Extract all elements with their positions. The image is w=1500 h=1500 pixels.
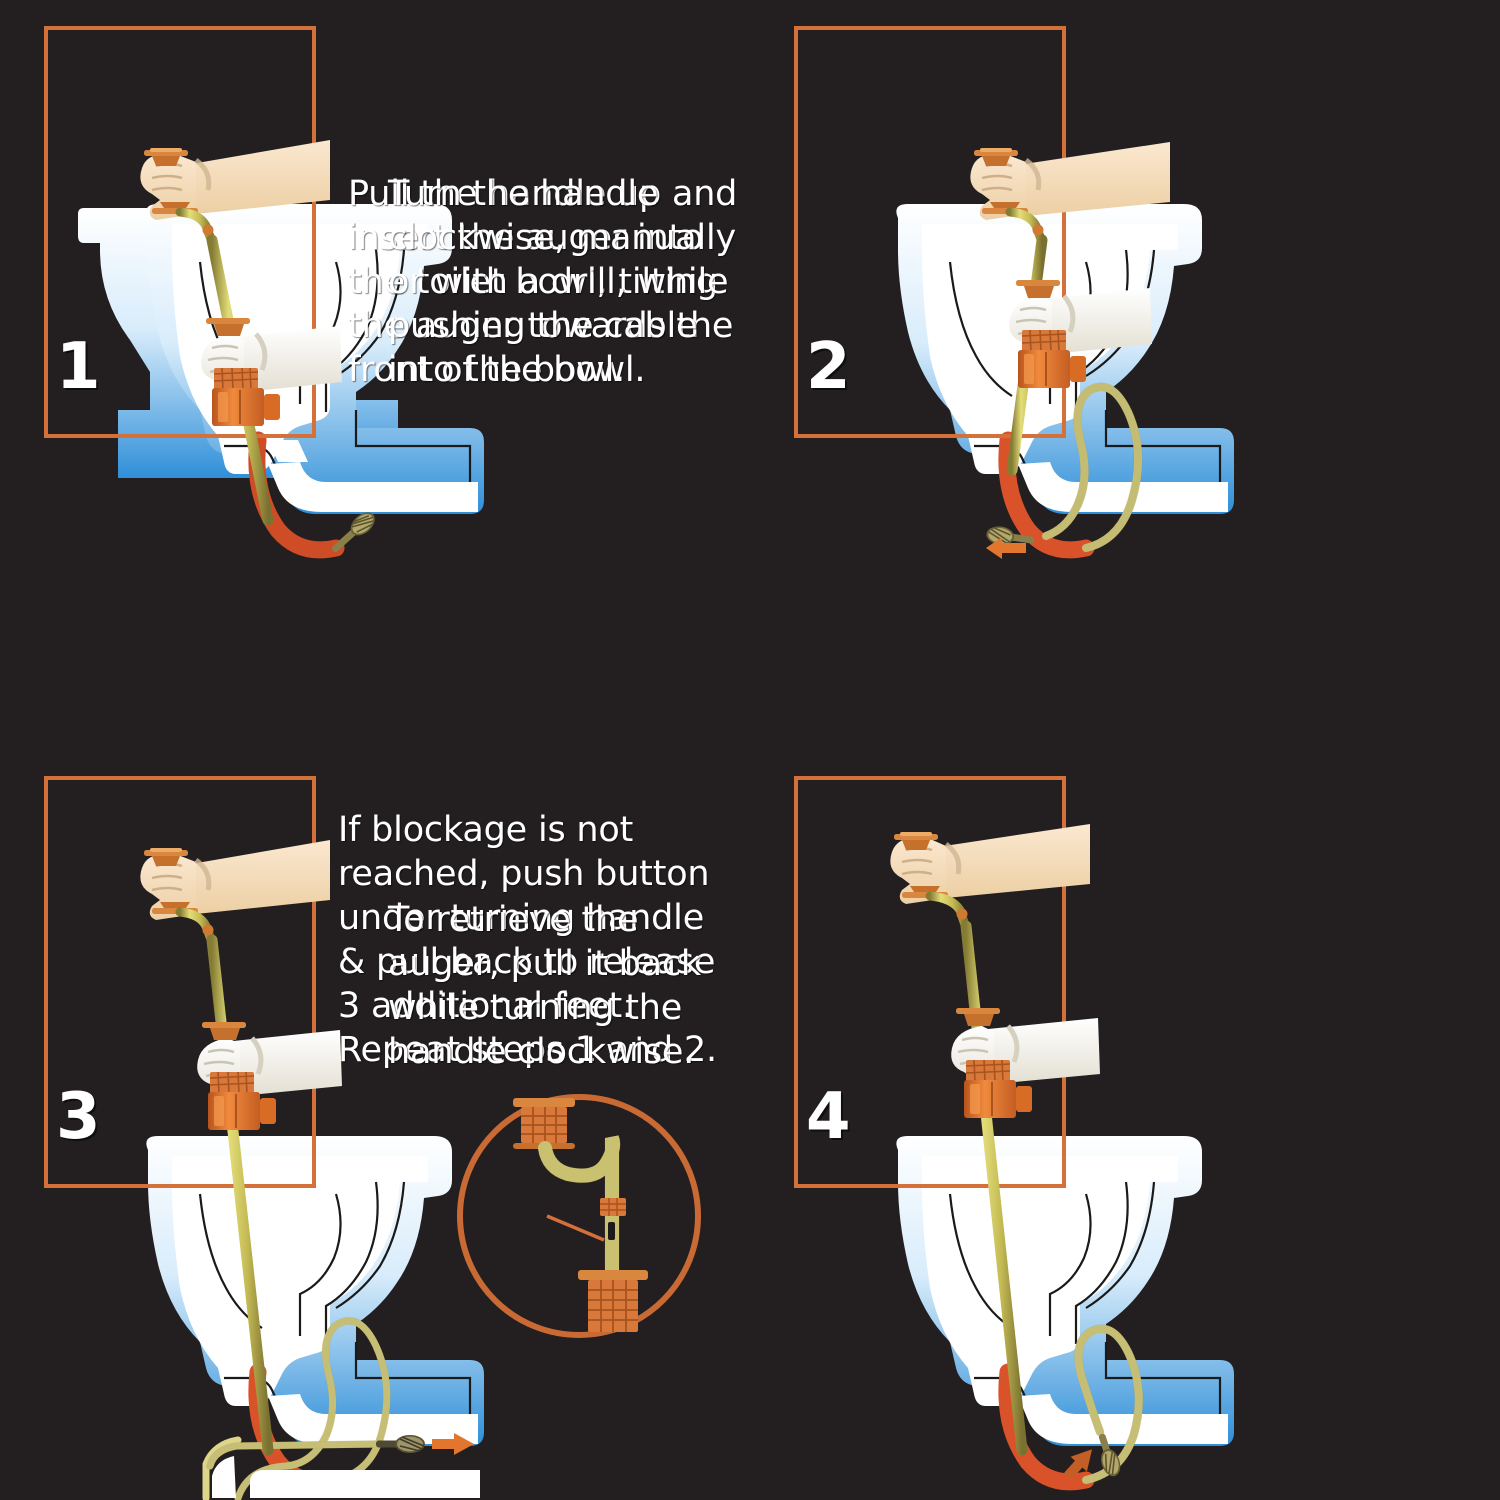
t-handle-top xyxy=(974,148,1018,166)
step-4-frame xyxy=(794,776,1066,1188)
panel-step-1: 1 xyxy=(0,0,750,750)
instruction-text-4: To retrieve the auger, pull it back whil… xyxy=(388,900,701,1073)
panel-step-4: 4 xyxy=(750,750,1500,1500)
knurled-grip xyxy=(209,1071,255,1095)
panel-2-auger-tool xyxy=(970,142,1170,476)
auger-shaft xyxy=(960,920,1028,1456)
instruction-text-2: Turn the handle clockwise, manually or w… xyxy=(388,174,736,391)
step-3-frame xyxy=(44,776,316,1188)
panel-step-2: 2 xyxy=(750,0,1500,750)
step-2-frame xyxy=(794,26,1066,438)
callout-pointer-line xyxy=(546,1214,605,1242)
t-handle-top xyxy=(144,148,188,166)
toilet-illustration xyxy=(896,1136,1234,1446)
knurled-grip xyxy=(965,1059,1011,1083)
auger-cable-sleeve xyxy=(998,1363,1095,1491)
auger-collar xyxy=(206,318,250,336)
auger-head xyxy=(331,512,375,553)
panel-4-illustration xyxy=(896,1136,1234,1491)
auger-collar xyxy=(956,1008,1000,1026)
panel-1-auger-tool xyxy=(140,140,342,526)
instruction-text-3: If blockage is not reached, push button … xyxy=(338,810,717,1071)
instruction-text-1: Pull the handle up and insert the auger … xyxy=(348,174,738,391)
t-handle-top xyxy=(894,832,938,850)
step-number-3: 3 xyxy=(56,1080,101,1154)
turning-handle xyxy=(212,388,280,426)
turning-handle xyxy=(964,1080,1032,1118)
knurled-grip xyxy=(213,367,259,391)
direction-arrow-up-right xyxy=(1064,1449,1093,1480)
panel-3-drain-extension xyxy=(202,1433,480,1500)
turning-handle xyxy=(1018,350,1086,388)
auger-head xyxy=(376,1435,425,1453)
step-number-2: 2 xyxy=(806,330,851,404)
step-number-1: 1 xyxy=(56,330,101,404)
squeeze-callout xyxy=(457,1094,701,1338)
auger-cable xyxy=(1074,1324,1143,1484)
auger-cable-in-drain xyxy=(206,1440,384,1470)
toilet-illustration xyxy=(146,1136,484,1446)
knurled-grip xyxy=(1021,329,1067,353)
auger-head xyxy=(1098,1433,1121,1477)
release-button xyxy=(600,1198,626,1240)
callout-bottom-collar xyxy=(578,1270,648,1332)
t-handle-top xyxy=(144,848,188,866)
turning-handle xyxy=(208,1092,276,1130)
auger-cable xyxy=(1042,382,1143,552)
direction-arrow-left xyxy=(986,537,1026,559)
direction-arrow-right xyxy=(432,1433,474,1455)
auger-cable xyxy=(234,1317,391,1500)
panel-step-3: SQUEEZE 3 xyxy=(0,750,750,1500)
step-1-frame xyxy=(44,26,316,438)
auger-head xyxy=(986,526,1035,545)
auger-collar xyxy=(202,1022,246,1040)
panel-3-auger-tool xyxy=(140,840,342,1456)
panel-4-auger-tool xyxy=(890,824,1100,1456)
auger-collar xyxy=(1016,280,1060,298)
step-number-4: 4 xyxy=(806,1080,851,1154)
